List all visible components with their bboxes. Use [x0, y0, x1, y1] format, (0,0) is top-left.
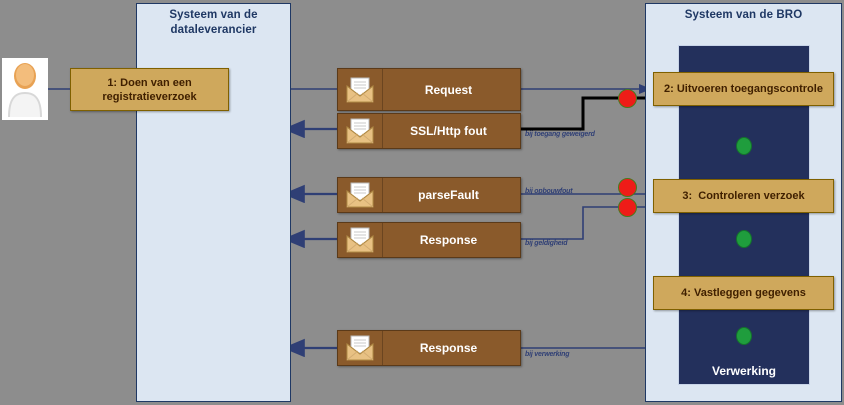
- step-2-uitvoeren-toegangscontrole[interactable]: 2: Uitvoeren toegangscontrole: [653, 72, 834, 106]
- step-4-vastleggen-gegevens[interactable]: 4: Vastleggen gegevens: [653, 276, 834, 310]
- lane-title-dataleverancier: Systeem van de dataleverancier: [136, 8, 291, 38]
- decision-dot-geldigheid[interactable]: [618, 198, 637, 217]
- link-step3-response: [521, 206, 650, 240]
- envelope-icon: [338, 69, 383, 110]
- envelope-icon: [338, 178, 383, 212]
- message-ssl-http-fout[interactable]: SSL/Http fout: [337, 113, 521, 149]
- link-step2-sslfout: [521, 96, 648, 131]
- lane-title-bro: Systeem van de BRO: [645, 8, 842, 23]
- ok-dot-controle[interactable]: [736, 230, 752, 248]
- message-parsefault[interactable]: parseFault: [337, 177, 521, 213]
- process-band-label: Verwerking: [711, 364, 777, 378]
- message-label: parseFault: [418, 188, 479, 202]
- condition-label-verwerking: bij verwerking: [525, 351, 570, 358]
- ok-dot-toegang[interactable]: [736, 137, 752, 155]
- message-response-geldigheid[interactable]: Response: [337, 222, 521, 258]
- decision-dot-opbouw[interactable]: [618, 178, 637, 197]
- condition-label-geldigheid: bij geldigheid: [525, 240, 568, 247]
- lane-title-bro-line1: Systeem van de BRO: [684, 9, 803, 21]
- lane-title-line1: Systeem van de: [169, 9, 258, 21]
- decision-dot-toegang[interactable]: [618, 89, 637, 108]
- envelope-icon: [338, 223, 383, 257]
- message-label: Response: [419, 233, 478, 247]
- actor-dataleverancier: [2, 58, 48, 120]
- message-label: Response: [419, 341, 478, 355]
- condition-label-opbouw: bij opbouwfout: [525, 188, 573, 195]
- person-icon: [8, 63, 42, 117]
- message-label: Request: [424, 82, 473, 97]
- envelope-icon: [338, 114, 383, 148]
- step-3-controleren-verzoek[interactable]: 3: Controleren verzoek: [653, 179, 834, 213]
- ok-dot-vastleggen[interactable]: [736, 327, 752, 345]
- lane-title-line2: dataleverancier: [170, 24, 257, 36]
- message-response-verwerking[interactable]: Response: [337, 330, 521, 366]
- message-label: SSL/Http fout: [410, 124, 487, 138]
- envelope-icon: [338, 331, 383, 365]
- step-1-doen-registratieverzoek[interactable]: 1: Doen van een registratieverzoek: [70, 68, 229, 111]
- condition-label-toegang: bij toegang geweigerd: [525, 131, 595, 138]
- message-request[interactable]: Request: [337, 68, 521, 111]
- lane-dataleverancier: [136, 3, 291, 402]
